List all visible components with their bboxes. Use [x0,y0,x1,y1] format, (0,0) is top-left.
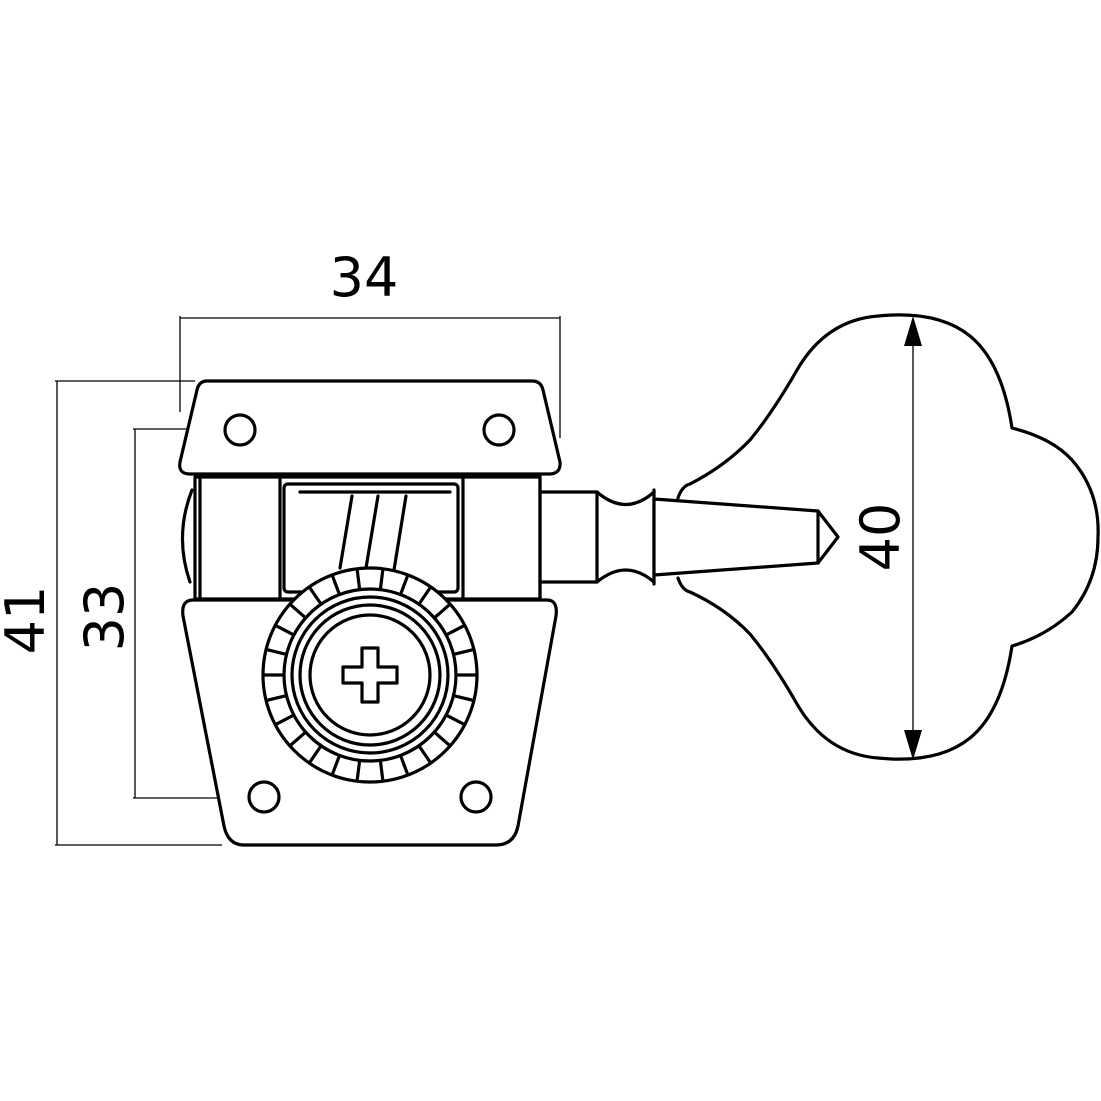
gear-tooth [331,755,341,775]
gear-tooth [266,694,287,702]
top-mounting-plate [178,379,562,476]
dimension-width-34: 34 [179,246,561,438]
dimension-label-41: 41 [0,586,57,655]
gear-tooth [308,586,322,605]
screw-hole-bottom-left [247,780,281,814]
dimension-label-34: 34 [330,246,399,309]
gear-tooth [453,694,474,702]
gear-tooth [446,714,465,726]
gear-tooth [289,603,306,619]
screw-hole-top-right [482,413,516,447]
gear-wheel [261,566,479,784]
gear-teeth [263,569,477,781]
screw-hole-top-left [223,413,257,447]
gear-tooth [434,731,451,747]
dimension-label-33: 33 [73,583,136,652]
gear-tooth [399,755,409,775]
gear-tooth [434,603,451,619]
gear-tooth [275,714,294,726]
gear-tooth [289,731,306,747]
gear-tooth [355,569,361,590]
dimension-button-40: 40 [849,316,922,760]
gear-tooth [331,575,341,595]
phillips-screw-icon [341,646,399,704]
gear-tooth [308,745,322,764]
gear-tooth [266,648,287,656]
gear-tooth [453,648,474,656]
gear-tooth [418,745,432,764]
gear-tooth [355,760,361,781]
tuning-key-button [676,313,1100,761]
gear-tooth [275,624,294,636]
gear-tooth [379,569,385,590]
gear-tooth [399,575,409,595]
gear-tooth [379,760,385,781]
worm-gear-threads [338,494,408,572]
gear-tooth [446,624,465,636]
dimension-label-40: 40 [849,503,912,572]
dimension-height-41: 41 [0,380,222,846]
gear-tooth [418,586,432,605]
screw-hole-bottom-right [459,780,493,814]
tuning-shaft [538,488,840,586]
